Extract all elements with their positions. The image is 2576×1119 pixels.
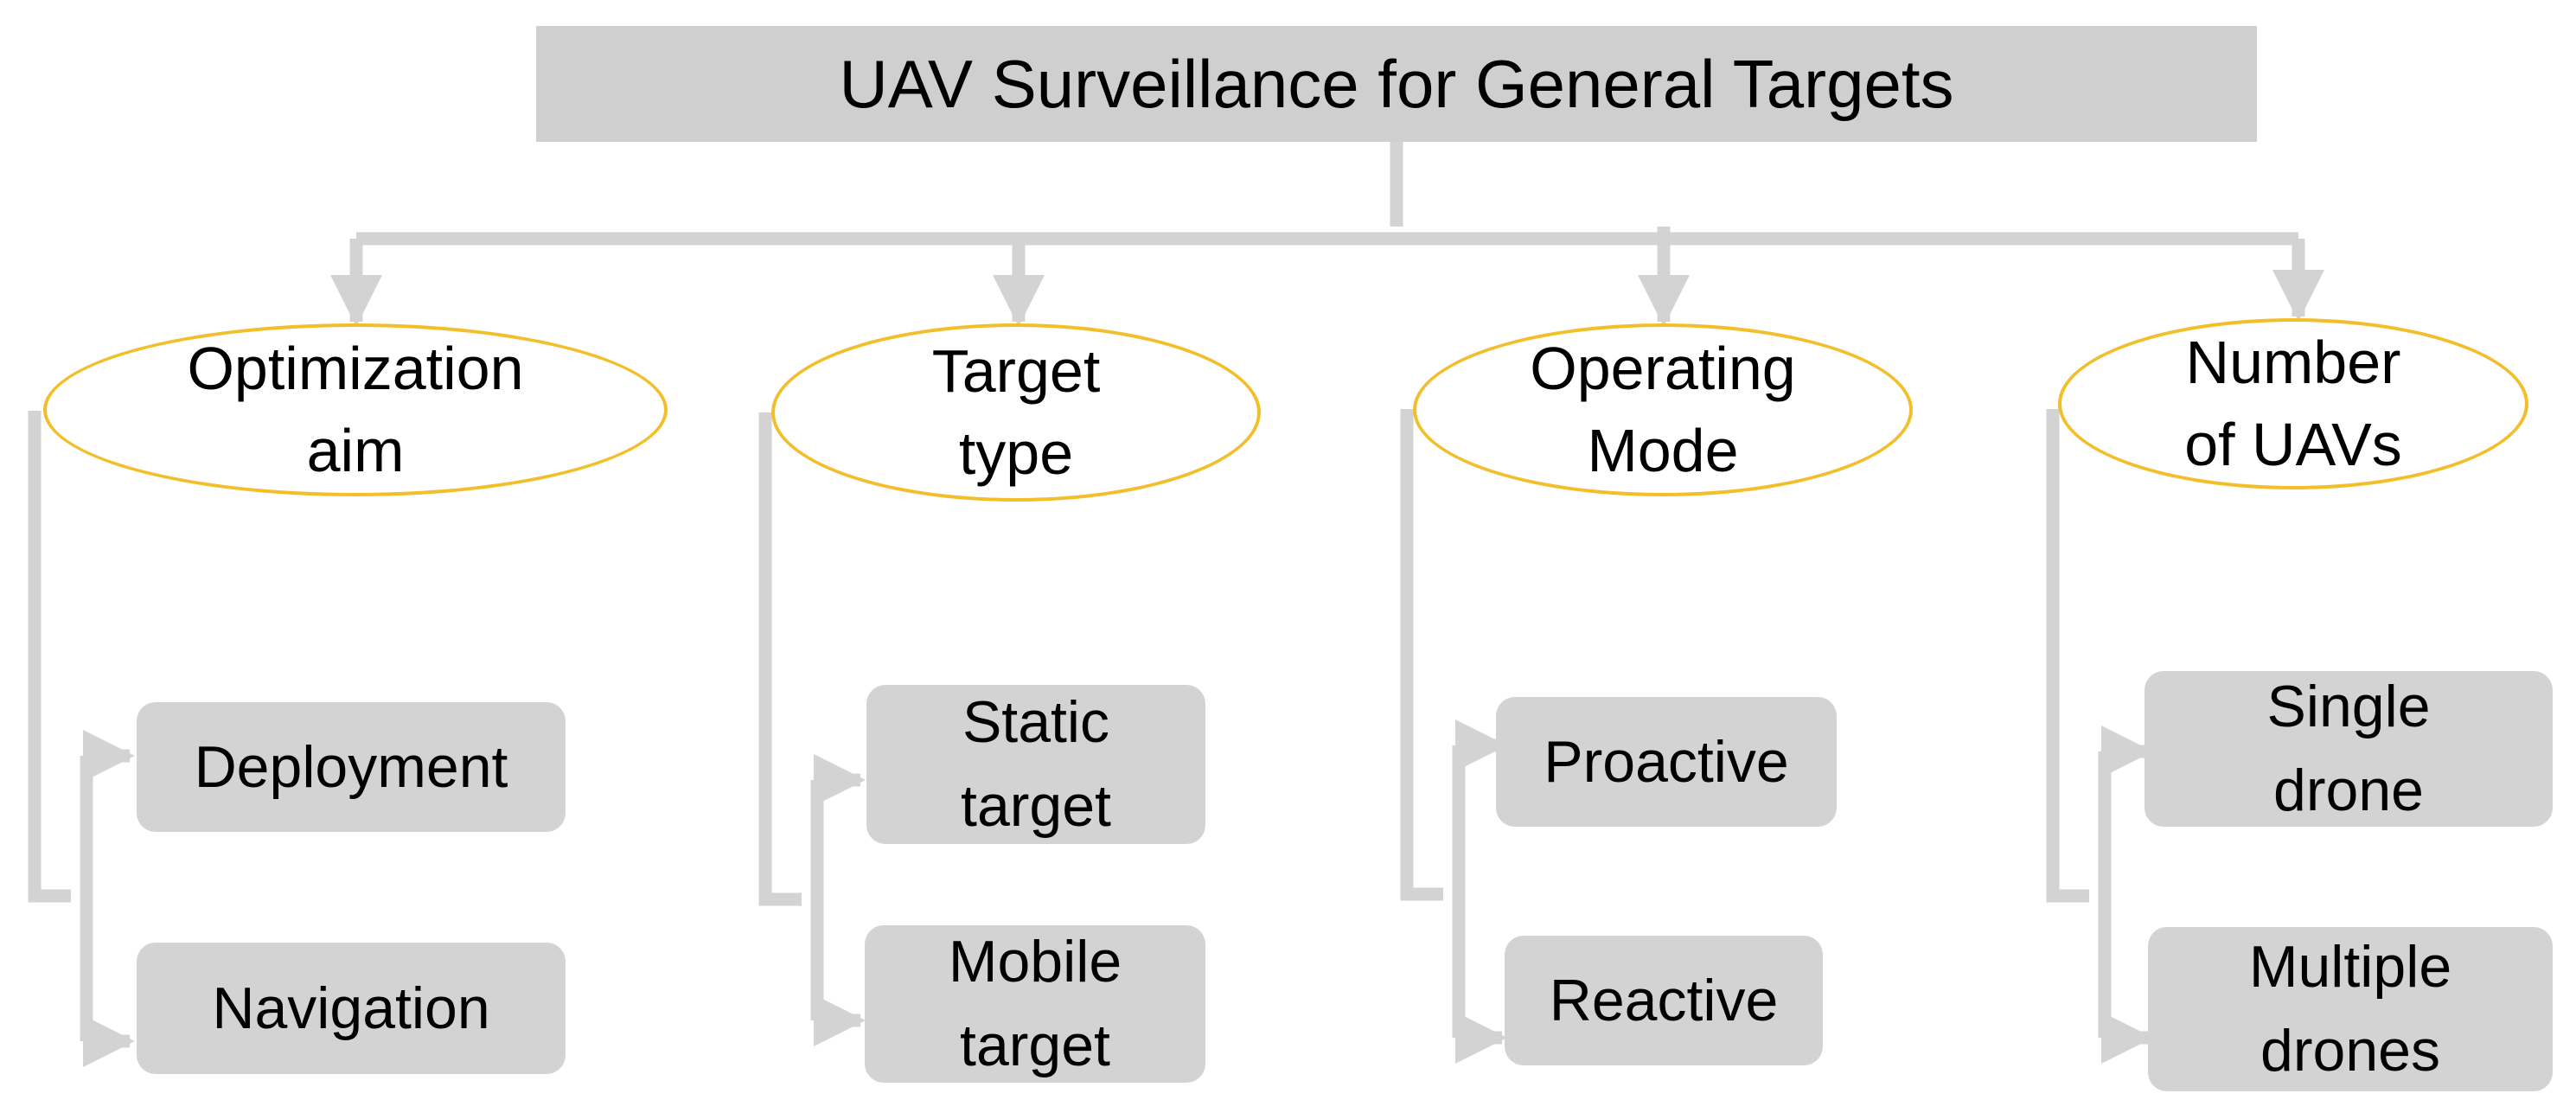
diagram-title-text: UAV Surveillance for General Targets (839, 45, 1954, 122)
category-label-line: Mode (1587, 417, 1739, 484)
leaf-label-line: Single (2266, 674, 2431, 740)
leaf-proactive: Proactive (1496, 697, 1837, 827)
leaf-single-drone: Single drone (2145, 671, 2553, 827)
connector-target-stem (758, 412, 802, 906)
category-number-of-uavs: Number of UAVs (2058, 318, 2528, 489)
category-label-line: Target (931, 336, 1101, 405)
category-label-line: Optimization (187, 334, 524, 402)
leaf-label-line: drone (2273, 758, 2424, 823)
leaf-label-line: Mobile (948, 929, 1122, 995)
leaf-label-line: Reactive (1549, 967, 1779, 1033)
category-label-line: type (958, 419, 1074, 487)
connector-optimization-stem (28, 411, 71, 903)
leaf-label-line: Proactive (1544, 728, 1789, 795)
leaf-deployment: Deployment (137, 702, 566, 832)
connector-operating-stem (1400, 409, 1443, 901)
category-label-line: aim (306, 417, 405, 484)
category-optimization-aim: Optimization aim (43, 323, 668, 496)
category-operating-mode: Operating Mode (1413, 323, 1913, 496)
leaf-multiple-drones: Multiple drones (2148, 927, 2553, 1091)
diagram-title: UAV Surveillance for General Targets (536, 26, 2257, 142)
leaf-label-line: target (960, 1013, 1110, 1078)
connector-uavs-stem (2046, 409, 2089, 903)
leaf-label-line: target (961, 773, 1111, 839)
leaf-label-line: Multiple (2248, 934, 2452, 1001)
category-label-line: Number (2185, 328, 2401, 396)
leaf-label-line: Navigation (212, 975, 490, 1041)
leaf-label-line: Deployment (194, 733, 508, 800)
leaf-mobile-target: Mobile target (865, 925, 1205, 1083)
leaf-label-line: drones (2260, 1018, 2440, 1084)
category-target-type: Target type (771, 323, 1261, 502)
leaf-navigation: Navigation (137, 943, 566, 1074)
leaf-reactive: Reactive (1505, 936, 1823, 1065)
category-label-line: of UAVs (2184, 411, 2402, 478)
leaf-static-target: Static target (866, 685, 1205, 844)
leaf-label-line: Static (962, 689, 1110, 756)
category-label-line: Operating (1530, 334, 1796, 402)
